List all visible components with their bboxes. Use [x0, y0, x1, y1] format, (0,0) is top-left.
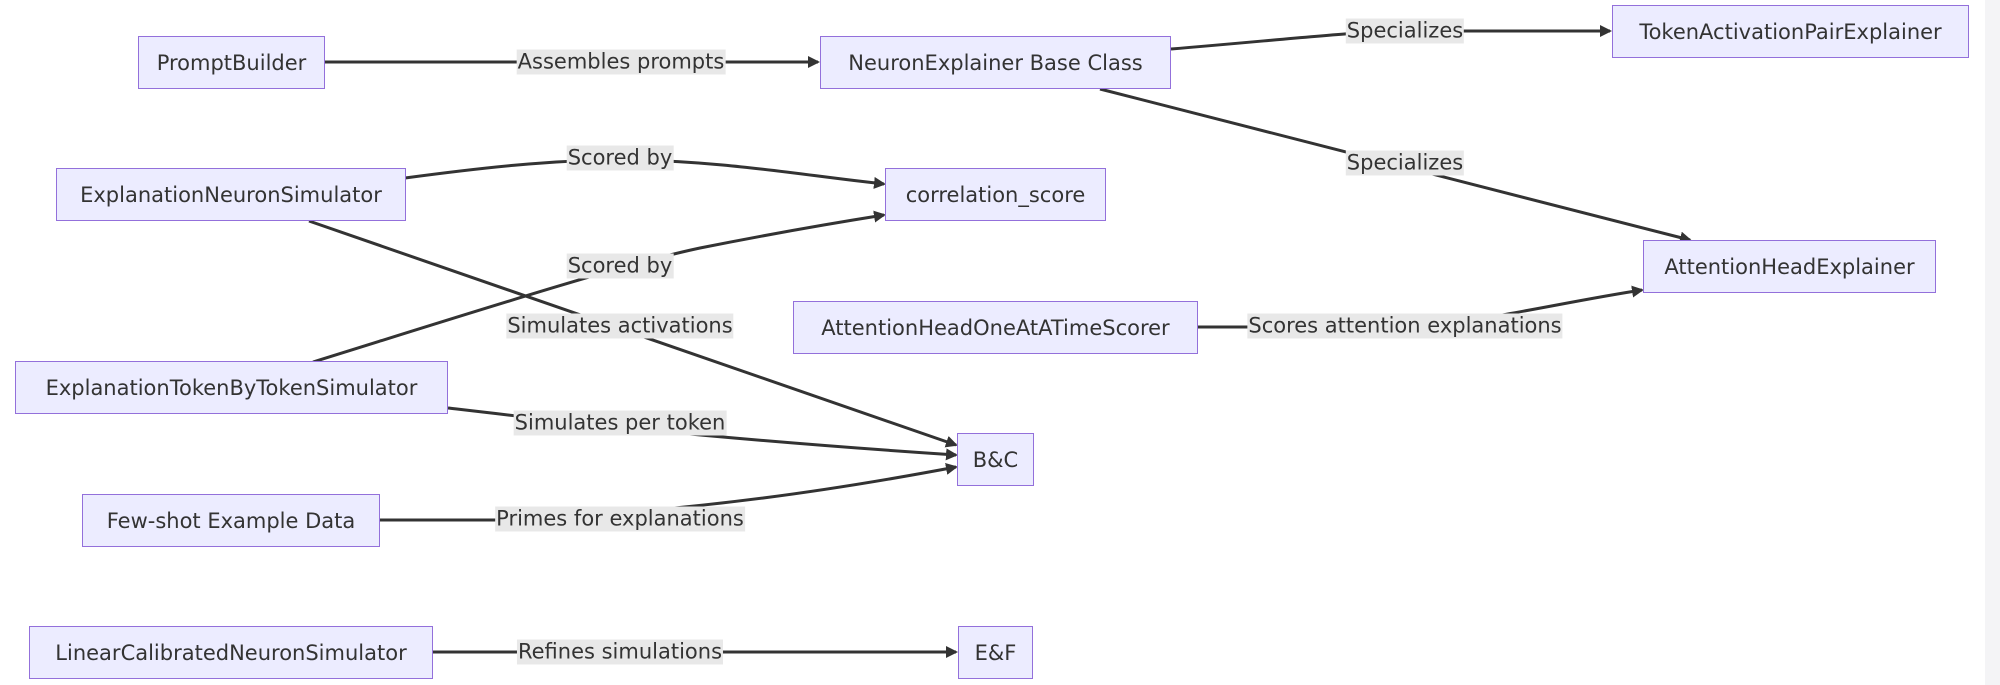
- node-attention-head-explainer[interactable]: AttentionHeadExplainer: [1643, 240, 1936, 293]
- edge-label-scored-by-token: Scored by: [566, 253, 674, 279]
- node-e-and-f[interactable]: E&F: [958, 626, 1033, 679]
- node-correlation-score[interactable]: correlation_score: [885, 168, 1106, 221]
- node-explanation-token-by-token-simulator[interactable]: ExplanationTokenByTokenSimulator: [15, 361, 448, 414]
- edge-label-primes-for-explanations: Primes for explanations: [495, 506, 745, 532]
- edge-label-specializes-attention: Specializes: [1345, 150, 1465, 176]
- node-neuron-explainer-base-class[interactable]: NeuronExplainer Base Class: [820, 36, 1171, 89]
- node-prompt-builder[interactable]: PromptBuilder: [138, 36, 325, 89]
- node-attention-head-one-at-a-time-scorer[interactable]: AttentionHeadOneAtATimeScorer: [793, 301, 1198, 354]
- node-few-shot-example-data[interactable]: Few-shot Example Data: [82, 494, 380, 547]
- edge-label-specializes-token: Specializes: [1345, 18, 1465, 44]
- node-explanation-neuron-simulator[interactable]: ExplanationNeuronSimulator: [56, 168, 406, 221]
- node-b-and-c[interactable]: B&C: [957, 433, 1034, 486]
- right-edge-strip: [1985, 0, 2000, 685]
- edge-label-scores-attention: Scores attention explanations: [1247, 313, 1563, 339]
- edge-label-assembles-prompts: Assembles prompts: [516, 49, 726, 75]
- node-token-activation-pair-explainer[interactable]: TokenActivationPairExplainer: [1612, 5, 1969, 58]
- edge-label-simulates-per-token: Simulates per token: [513, 410, 727, 436]
- edge-label-scored-by-neuron: Scored by: [566, 145, 674, 171]
- edge-label-simulates-activations: Simulates activations: [506, 313, 734, 339]
- node-linear-calibrated-neuron-simulator[interactable]: LinearCalibratedNeuronSimulator: [29, 626, 433, 679]
- edge-label-refines-simulations: Refines simulations: [516, 639, 724, 665]
